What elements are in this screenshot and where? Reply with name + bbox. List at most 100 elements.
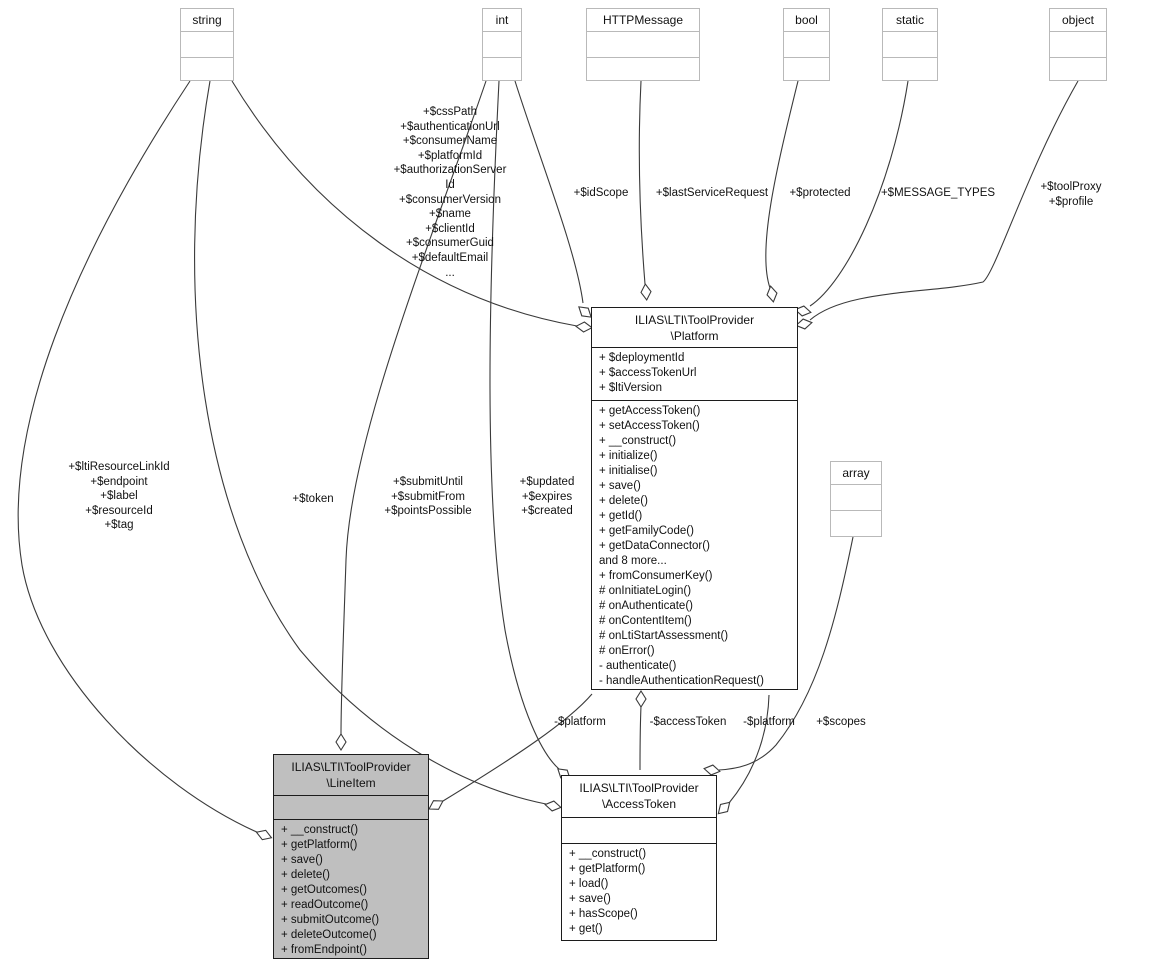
list-line: +$ltiResourceLinkId: [68, 461, 170, 473]
edge-label-httpmessage-platform: +$lastServiceRequest: [655, 187, 769, 199]
class-title: int: [483, 9, 521, 32]
list-line: + get(): [569, 923, 603, 935]
empty-methods-compartment: [181, 58, 233, 81]
list-line: + fromEndpoint(): [281, 944, 367, 956]
list-line: +$profile: [1048, 195, 1094, 208]
edge-static-platform: [809, 80, 909, 307]
edge-bool-platform: [765, 80, 799, 289]
class-box-string[interactable]: string: [180, 8, 234, 81]
empty-attrs-compartment: [587, 32, 699, 58]
empty-attrs-compartment: [883, 32, 937, 58]
edge-label-string-lineitem: +$ltiResourceLinkId+$endpoint+$label+$re…: [68, 460, 169, 533]
list-line: + __construct(): [599, 435, 677, 447]
list-line: +$consumerName: [402, 135, 498, 148]
empty-attrs-compartment: [831, 485, 881, 511]
list-line: + __construct(): [281, 824, 359, 836]
list-line: + getAccessToken(): [599, 405, 701, 417]
list-line: +$endpoint: [90, 475, 148, 488]
list-line: + fromConsumerKey(): [599, 570, 713, 582]
list-line: \LineItem: [326, 776, 376, 790]
aggregation-diamond: [335, 732, 347, 752]
list-line: + getId(): [599, 510, 643, 522]
edge-string-accesstoken: [194, 80, 547, 805]
edge-label-int-platform: +$idScope: [573, 187, 629, 199]
class-box-bool[interactable]: bool: [783, 8, 830, 81]
list-line: +$label: [100, 490, 138, 503]
edge-object-platform: [809, 80, 1079, 321]
empty-attrs-compartment: [181, 32, 233, 58]
class-title: static: [883, 9, 937, 32]
aggregation-diamond: [574, 321, 594, 333]
list-line: Id: [445, 178, 455, 191]
list-line: # onContentItem(): [599, 615, 692, 627]
list-line: +$clientId: [425, 222, 475, 235]
list-line: + getPlatform(): [281, 839, 358, 851]
edge-label-bool-platform: +$protected: [789, 187, 851, 199]
list-line: \Platform: [670, 329, 719, 343]
class-title: ILIAS\LTI\ToolProvider \Platform: [592, 308, 797, 348]
list-line: ...: [445, 266, 455, 279]
list-line: +$authorizationServer: [393, 164, 507, 177]
edge-label-string-accesstoken: +$token: [292, 493, 334, 505]
aggregation-diamond: [544, 800, 562, 812]
list-line: + delete(): [281, 869, 330, 881]
edge-array-accesstoken: [718, 536, 854, 771]
edge-label-string-platform: +$cssPath+$authenticationUrl+$consumerNa…: [394, 105, 507, 280]
class-box-array[interactable]: array: [830, 461, 882, 537]
list-line: +$submitFrom: [391, 490, 465, 503]
list-line: + hasScope(): [569, 908, 638, 920]
list-line: + save(): [569, 893, 611, 905]
edge-platform-accesstoken: [639, 705, 642, 771]
list-line: ILIAS\LTI\ToolProvider: [634, 313, 755, 327]
list-line: +$authenticationUrl: [400, 120, 500, 133]
class-title: string: [181, 9, 233, 32]
list-line: + $ltiVersion: [599, 382, 662, 394]
aggregation-diamond: [635, 689, 647, 709]
empty-attrs-compartment: [483, 32, 521, 58]
list-line: + initialize(): [599, 450, 658, 462]
edge-int-lineitem: [340, 80, 487, 736]
edge-lineitem-platform: [442, 693, 593, 802]
class-title: bool: [784, 9, 829, 32]
list-line: + setAccessToken(): [599, 420, 700, 432]
list-line: and 8 more...: [599, 555, 667, 567]
methods-compartment: + __construct()+ getPlatform()+ load()+ …: [562, 844, 716, 937]
class-box-static[interactable]: static: [882, 8, 938, 81]
list-line: + save(): [281, 854, 323, 866]
edge-label-platform-accesstoken: -$accessToken: [649, 716, 727, 728]
edge-label-static-platform: +$MESSAGE_TYPES: [880, 187, 996, 199]
class-title: object: [1050, 9, 1106, 32]
empty-methods-compartment: [1050, 58, 1106, 81]
class-box-lineitem[interactable]: ILIAS\LTI\ToolProvider\LineItem + __cons…: [273, 754, 429, 959]
class-box-int[interactable]: int: [482, 8, 522, 81]
class-box-object[interactable]: object: [1049, 8, 1107, 81]
list-line: # onLtiStartAssessment(): [599, 630, 729, 642]
list-line: + getDataConnector(): [599, 540, 710, 552]
list-line: +$tag: [104, 519, 134, 532]
list-line: +$expires: [521, 490, 573, 503]
edge-int-platform: [514, 80, 584, 304]
aggregation-diamond: [255, 829, 273, 841]
edge-string-platform: [231, 80, 578, 327]
class-box-httpmessage[interactable]: HTTPMessage: [586, 8, 700, 81]
list-line: +$defaultEmail: [411, 251, 489, 264]
list-line: +$pointsPossible: [384, 505, 472, 518]
methods-compartment: + __construct() + getPlatform() + save() + …: [274, 820, 428, 958]
edge-string-lineitem: [17, 80, 260, 834]
attributes-compartment: [274, 796, 428, 820]
list-line: +$submitUntil: [393, 476, 463, 488]
list-line: ILIAS\LTI\ToolProvider: [579, 781, 699, 795]
list-line: \AccessToken: [601, 797, 677, 811]
empty-attrs-compartment: [1050, 32, 1106, 58]
list-line: - authenticate(): [599, 660, 677, 672]
class-box-accesstoken[interactable]: ILIAS\LTI\ToolProvider \AccessToken + __c…: [561, 775, 717, 941]
list-line: +$toolProxy: [1040, 181, 1102, 193]
list-line: + save(): [599, 480, 641, 492]
list-line: + __construct(): [569, 848, 647, 860]
class-title: ILIAS\LTI\ToolProvider \AccessToken: [562, 776, 716, 818]
edge-label-accesstoken-platform: -$platform: [743, 716, 795, 728]
aggregation-diamond: [703, 764, 721, 776]
list-line: + $accessTokenUrl: [599, 367, 697, 379]
class-box-platform[interactable]: ILIAS\LTI\ToolProvider\Platform + $deplo…: [591, 307, 798, 690]
